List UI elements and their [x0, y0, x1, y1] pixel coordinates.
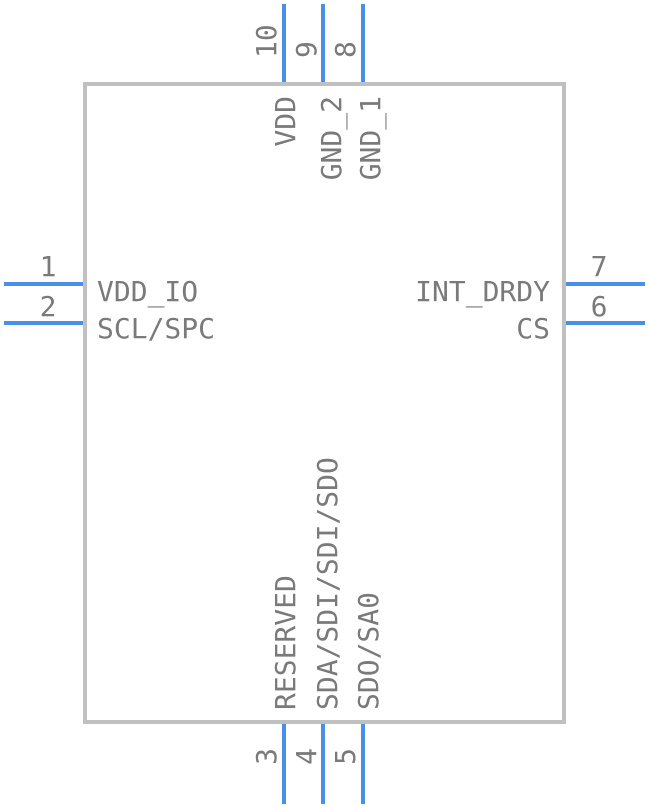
pin-1-name: VDD_IO — [97, 275, 198, 309]
pin-10-name: VDD — [269, 96, 302, 147]
pin-9-name: GND_2 — [315, 96, 349, 180]
pin-5-number: 5 — [329, 748, 362, 765]
pin-4-name: SDA/SDI/SDI/SDO — [311, 457, 344, 710]
pin-1-number: 1 — [40, 250, 57, 283]
pin-4-number: 4 — [290, 748, 323, 765]
pin-7-name: INT_DRDY — [415, 275, 550, 309]
pin-2-name: SCL/SPC — [97, 312, 215, 345]
pin-8-number: 8 — [329, 41, 362, 58]
pin-6-number: 6 — [591, 290, 608, 323]
pin-10-number: 10 — [250, 24, 283, 58]
pin-9-number: 9 — [290, 41, 323, 58]
pin-8-name: GND_1 — [354, 96, 388, 180]
pin-3-number: 3 — [250, 748, 283, 765]
pin-5-name: SDO/SA0 — [352, 592, 385, 710]
pin-6-name: CS — [516, 312, 550, 345]
pin-2-number: 2 — [40, 290, 57, 323]
pin-7-number: 7 — [591, 250, 608, 283]
component-body — [83, 82, 566, 724]
pin-3-name: RESERVED — [269, 575, 302, 710]
